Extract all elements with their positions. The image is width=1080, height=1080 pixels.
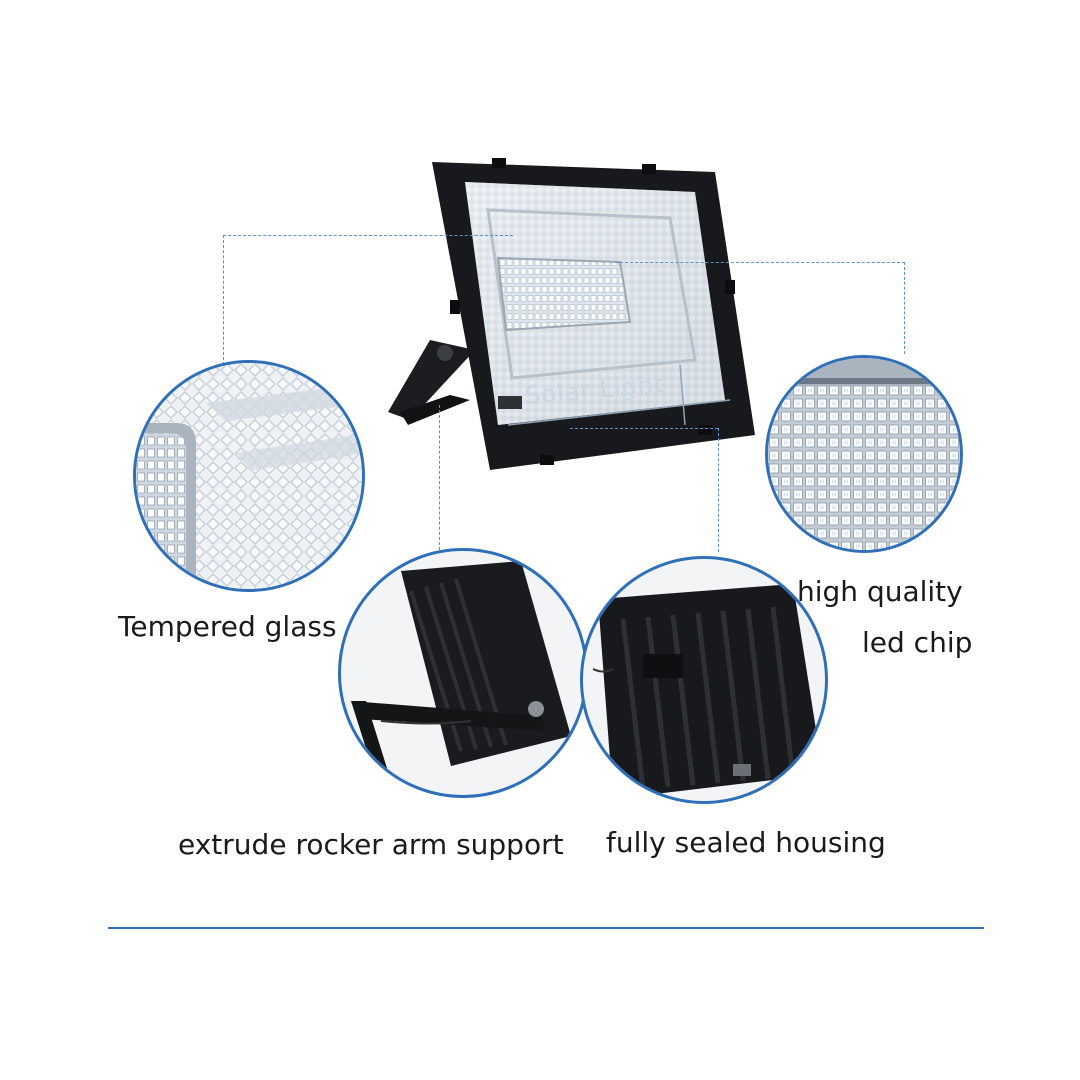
connector-glass-vertical (223, 235, 224, 365)
label-sealed-housing: fully sealed housing (606, 826, 886, 859)
connector-chip-vertical (904, 262, 905, 354)
label-tempered-glass: Tempered glass (118, 610, 337, 643)
floodlight-product: Solar Light (380, 150, 760, 480)
connector-chip-horizontal (615, 262, 905, 263)
rocker-arm-detail (338, 548, 588, 798)
tempered-glass-image (136, 363, 362, 589)
connector-housing-horizontal (570, 428, 718, 429)
label-rocker-arm: extrude rocker arm support (178, 828, 564, 861)
rocker-arm-image (351, 561, 571, 783)
sealed-housing-detail (580, 556, 828, 804)
connector-arm-vertical (439, 405, 440, 550)
label-led-chip-line1: high quality (797, 575, 963, 608)
bottom-divider (108, 927, 984, 929)
label-led-chip-line2: led chip (862, 626, 973, 659)
led-chip-image (768, 358, 960, 550)
led-chip-detail (765, 355, 963, 553)
sealed-housing-image (592, 584, 823, 799)
tempered-glass-detail (133, 360, 365, 592)
connector-glass-horizontal (223, 235, 513, 236)
floodlight-illustration (388, 158, 755, 470)
connector-housing-vertical (718, 428, 719, 552)
